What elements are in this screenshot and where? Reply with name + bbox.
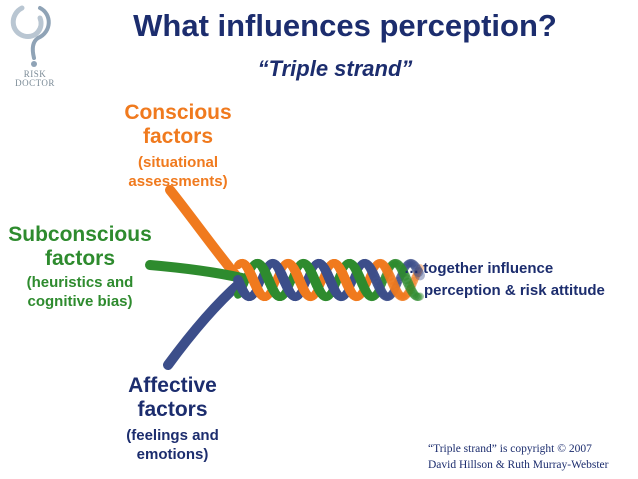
logo-emblem-icon bbox=[10, 5, 51, 67]
braid-segment bbox=[354, 271, 366, 286]
affective-sub-2: emotions) bbox=[136, 446, 209, 463]
braid-segment bbox=[233, 275, 245, 289]
braid-segment bbox=[406, 284, 418, 297]
braid-segment bbox=[403, 259, 414, 269]
page-title: What influences perception? bbox=[133, 8, 557, 43]
page-subtitle: “Triple strand” bbox=[257, 56, 413, 81]
together-line-2: perception & risk attitude bbox=[424, 282, 605, 299]
logo-text-doctor: DOCTOR bbox=[15, 78, 55, 88]
braid-segment bbox=[402, 260, 412, 270]
braid-segment bbox=[324, 272, 336, 287]
affective-sub-1: (feelings and bbox=[126, 427, 219, 444]
braid-segment bbox=[408, 259, 419, 270]
conscious-title-2: factors bbox=[142, 125, 214, 148]
conscious-title-1: Conscious bbox=[124, 101, 232, 124]
copyright-line-1: “Triple strand” is copyright © 2007 bbox=[428, 443, 592, 455]
together-influence-text: … together influence perception & risk a… bbox=[404, 258, 636, 302]
subconscious-title-1: Subconscious bbox=[8, 223, 152, 246]
braid-segment bbox=[248, 274, 260, 289]
conscious-strand bbox=[165, 185, 243, 283]
braid-segment bbox=[406, 258, 417, 268]
braid-segment bbox=[412, 264, 424, 277]
subconscious-strand bbox=[145, 260, 247, 283]
braid-segment bbox=[369, 271, 382, 286]
braid-segment bbox=[293, 273, 306, 287]
braid-segment bbox=[409, 260, 420, 272]
braid-segment bbox=[414, 264, 424, 275]
braid-segment bbox=[339, 272, 351, 286]
braid-segment bbox=[411, 291, 422, 302]
subconscious-title-2: factors bbox=[44, 247, 116, 270]
braid-segment bbox=[386, 274, 398, 289]
affective-title-2: factors bbox=[137, 398, 208, 421]
braid-segment bbox=[263, 274, 275, 288]
braid-segment bbox=[412, 266, 423, 279]
affective-title-1: Affective bbox=[128, 374, 217, 397]
braid-segment bbox=[414, 292, 424, 301]
braid-segment bbox=[411, 270, 421, 282]
together-line-1: … together influence bbox=[404, 260, 554, 277]
logo-text-risk: RISK bbox=[23, 69, 47, 79]
braid-segment bbox=[409, 289, 420, 301]
subconscious-sub-2: cognitive bias) bbox=[27, 293, 133, 310]
copyright-note: “Triple strand” is copyright © 2007 Davi… bbox=[428, 441, 633, 473]
braid-segment bbox=[407, 287, 419, 299]
copyright-line-2: David Hillson & Ruth Murray-Webster bbox=[428, 459, 609, 471]
braid-segment bbox=[409, 273, 420, 285]
braid-segment bbox=[413, 267, 425, 281]
subconscious-sub-1: (heuristics and bbox=[26, 274, 134, 291]
braid-segment bbox=[401, 274, 413, 288]
braid-segment bbox=[308, 273, 321, 287]
braid-segment bbox=[410, 262, 422, 274]
affective-factors-label: Affective factors (feelings and emotions… bbox=[100, 374, 245, 464]
braid bbox=[233, 258, 425, 302]
affective-strand bbox=[163, 278, 245, 370]
conscious-factors-label: Conscious factors (situational assessmen… bbox=[108, 101, 248, 191]
risk-doctor-logo: RISK DOCTOR bbox=[4, 2, 62, 94]
subconscious-factors-label: Subconscious factors (heuristics and cog… bbox=[0, 223, 160, 311]
braid-segment bbox=[278, 273, 291, 288]
conscious-sub-2: assessments) bbox=[128, 173, 228, 190]
conscious-sub-1: (situational bbox=[137, 154, 218, 171]
